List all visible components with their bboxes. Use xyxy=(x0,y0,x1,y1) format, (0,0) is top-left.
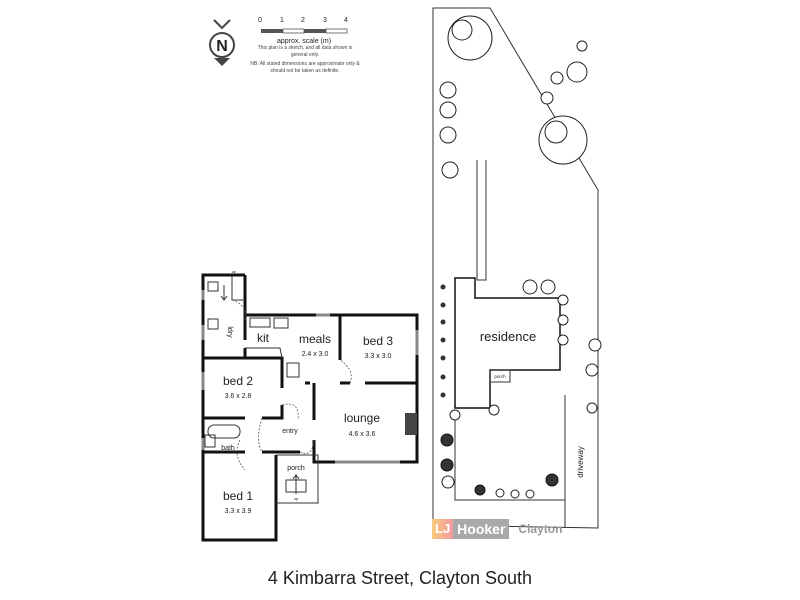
room-bed1: bed 1 xyxy=(223,489,253,503)
scale-tick: 4 xyxy=(344,17,348,24)
room-bed1-size: 3.3 x 3.9 xyxy=(225,508,252,515)
north-compass-icon: N xyxy=(209,19,235,66)
room-bed2-size: 3.6 x 2.8 xyxy=(225,393,252,400)
shrub-icon xyxy=(440,284,446,398)
room-meals: meals xyxy=(299,332,331,346)
house-floor-plan xyxy=(201,273,419,542)
sketch-disclaimer: This plan is a sketch, and all data show… xyxy=(257,45,353,58)
residence-label: residence xyxy=(480,329,536,344)
room-labels: kit ldry meals 2.4 x 3.0 bed 3 3.3 x 3.0… xyxy=(221,269,393,515)
room-bath: bath xyxy=(221,445,235,452)
scale-tick: 2 xyxy=(301,17,305,24)
scale-tick: 3 xyxy=(323,17,327,24)
room-meals-size: 2.4 x 3.0 xyxy=(302,351,329,358)
room-bed3: bed 3 xyxy=(363,334,393,348)
tree-icon xyxy=(439,15,602,499)
room-ldry: ldry xyxy=(226,326,233,338)
room-kit: kit xyxy=(257,331,270,345)
scale-bar: 0 1 2 3 4 approx. scale (m) xyxy=(258,17,348,45)
scale-tick: 1 xyxy=(280,17,284,24)
room-lounge: lounge xyxy=(344,411,380,425)
room-entry: entry xyxy=(282,428,298,435)
dimensions-disclaimer: NB: All stated dimensions are approximat… xyxy=(250,61,360,74)
agency-logo: LJ Hooker Clayton xyxy=(432,519,562,539)
room-porch: porch xyxy=(287,465,305,472)
room-bed2: bed 2 xyxy=(223,374,253,388)
driveway-label: driveway xyxy=(576,446,585,478)
room-lounge-size: 4.6 x 3.6 xyxy=(349,431,376,438)
logo-lj: LJ xyxy=(432,519,454,539)
site-plan: residence porch driveway xyxy=(432,7,602,529)
office-name: Clayton xyxy=(518,522,563,536)
compass-letter: N xyxy=(216,38,228,55)
logo-hooker: Hooker xyxy=(453,519,510,539)
stairs-up-label: up xyxy=(232,269,237,274)
room-bed3-size: 3.3 x 3.0 xyxy=(365,353,392,360)
site-porch-label: porch xyxy=(494,374,506,379)
scale-tick: 0 xyxy=(258,17,262,24)
property-address: 4 Kimbarra Street, Clayton South xyxy=(267,568,533,588)
stairs-up-label: up xyxy=(294,496,299,501)
scale-label: approx. scale (m) xyxy=(277,38,331,45)
